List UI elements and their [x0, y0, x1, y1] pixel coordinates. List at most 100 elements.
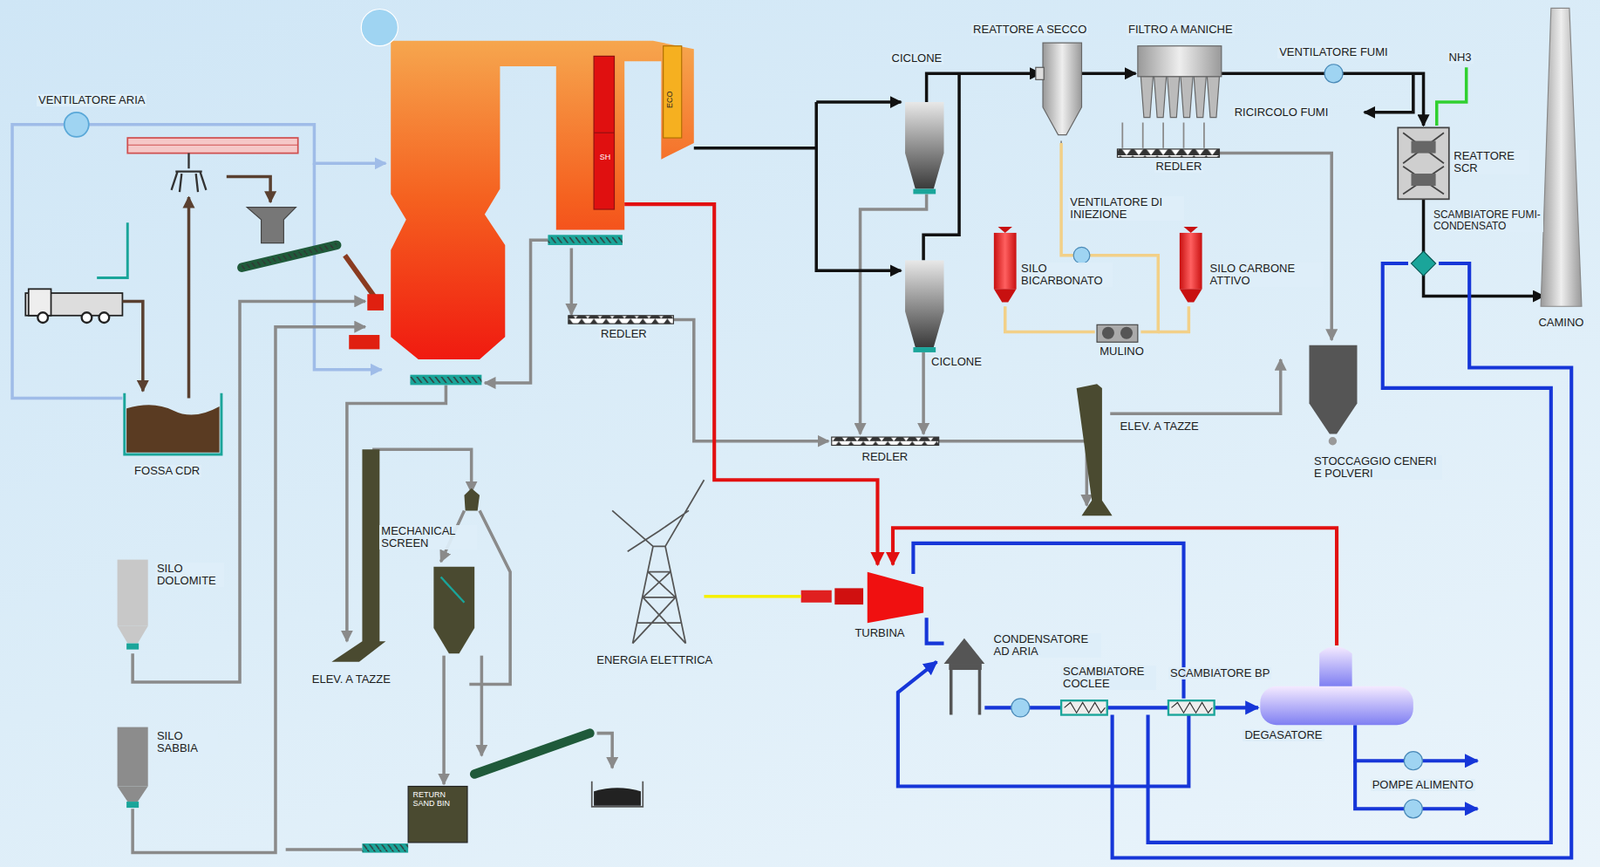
sand-system-part	[361, 843, 409, 853]
gas-treatment-part	[1096, 324, 1138, 342]
power-cycle-part	[867, 571, 924, 624]
deaerator-label: DEGASATORE	[1242, 728, 1324, 742]
gas-treatment-part	[994, 232, 1017, 289]
steam-lines	[624, 204, 1337, 646]
power-cycle-part	[951, 669, 981, 715]
gas-treatment-part	[1116, 149, 1219, 157]
gas-treatment-part	[1102, 326, 1115, 340]
boiler-part	[360, 9, 398, 47]
fan-label: VENTILATORE DI INIEZIONE	[1068, 196, 1185, 221]
boiler-part	[409, 374, 482, 386]
power-cycle-part	[1171, 702, 1212, 714]
flue-gas-lines	[694, 73, 1545, 296]
cyclones-part	[831, 436, 940, 445]
solids-lines-part	[570, 248, 574, 315]
pit-label: FOSSA CDR	[132, 464, 202, 477]
air-lines-part	[64, 112, 89, 137]
waste-pit-part	[96, 222, 128, 278]
gas-treatment	[994, 7, 1582, 445]
sand-system-part	[126, 801, 139, 808]
superheater-label: SH	[598, 153, 613, 163]
power-cycle	[612, 251, 1436, 818]
exchanger-label: SCAMBIATORE BP	[1168, 667, 1272, 680]
gas-treatment-part	[1397, 127, 1450, 199]
water-lines-part	[898, 661, 1190, 787]
waste-pit-part	[37, 312, 48, 323]
sand-system-part	[441, 576, 465, 602]
boiler	[360, 9, 695, 386]
flue-gas-lines-part	[816, 100, 901, 104]
solids-lines-part	[132, 326, 366, 853]
solids-lines	[132, 122, 1332, 852]
sand-system-part	[474, 733, 590, 775]
gas-treatment-part	[1324, 64, 1343, 83]
waste-pit-part	[226, 177, 271, 203]
boiler-part	[593, 132, 614, 134]
solids-lines-part	[372, 449, 472, 492]
power-cycle-part	[1410, 251, 1436, 276]
waste-pit-part	[345, 255, 376, 299]
water-lines-part	[1422, 806, 1478, 811]
flue-gas-lines-part	[926, 73, 1042, 103]
solids-lines-part	[132, 300, 366, 682]
water-lines-part	[912, 543, 1184, 699]
gas-treatment-part	[994, 288, 1017, 302]
sand-system-part	[126, 643, 139, 650]
silo-label: SILO BICARBONATO	[1019, 262, 1113, 287]
gas-treatment-part	[1116, 149, 1219, 157]
water-lines-part	[1354, 724, 1404, 761]
gas-treatment-part	[1184, 226, 1199, 233]
sand-system-part	[593, 787, 641, 805]
gas-treatment-part	[1410, 141, 1436, 154]
gas-treatment-part	[1328, 436, 1337, 445]
reagent-label: NH3	[1447, 51, 1474, 64]
sand-system-part	[117, 626, 149, 644]
turbine-label: TURBINA	[852, 626, 906, 640]
economizer-label: ECO	[666, 89, 675, 111]
conveyor-label: REDLER	[599, 327, 649, 341]
solids-lines-part	[285, 847, 363, 852]
gas-treatment-part	[1157, 306, 1189, 332]
mill-label: MULINO	[1097, 345, 1146, 358]
solids-lines-part	[673, 319, 829, 441]
gas-treatment-part	[1402, 132, 1444, 194]
power-cycle-part	[1064, 702, 1106, 714]
power-cycle-part	[612, 479, 704, 643]
gas-treatment-part	[1137, 46, 1222, 77]
silo-label: SILO SABBIA	[155, 729, 218, 755]
gas-treatment-part-part	[1140, 76, 1153, 118]
power-cycle-part	[1061, 700, 1108, 715]
exchanger-label: SCAMBIATORE FUMI-CONDENSATO	[1431, 209, 1544, 232]
silo-label: SILO CARBONE ATTIVO	[1208, 262, 1325, 287]
power-cycle-part	[1011, 698, 1030, 717]
water-lines-part	[1422, 758, 1478, 763]
waste-pit-part	[241, 245, 337, 268]
cyclones-part	[1076, 383, 1113, 516]
air-fan-label: VENTILATORE ARIA	[36, 94, 147, 107]
elevator-label: ELEV. A TAZZE	[1118, 420, 1201, 433]
waste-pit-part	[81, 312, 93, 323]
gas-treatment-part	[1042, 42, 1082, 135]
gas-treatment-part	[1140, 76, 1219, 118]
sand-system-part	[117, 727, 149, 787]
waste-pit	[25, 137, 384, 455]
steam-lines-part	[624, 204, 878, 565]
sand-system-part	[331, 449, 386, 662]
cyclones-part	[912, 347, 936, 353]
gas-treatment-part	[998, 226, 1013, 233]
boiler-part	[547, 234, 622, 246]
cyclone-label: CICLONE	[929, 355, 984, 368]
cyclones-part	[831, 436, 940, 445]
waste-pit-part	[246, 207, 296, 244]
condenser-label: CONDENSATORE AD ARIA	[992, 633, 1103, 658]
storage-label: STOCCAGGIO CENERI E POLVERI	[1312, 455, 1443, 480]
stack-label: CAMINO	[1536, 316, 1586, 329]
exchanger-label: SCAMBIATORE COCLEE	[1061, 665, 1157, 690]
air-lines-part	[12, 124, 123, 399]
air-lines-part	[313, 163, 382, 369]
power-cycle-part	[1319, 646, 1352, 687]
solids-lines-part	[921, 352, 926, 435]
water-lines-part	[1148, 263, 1552, 843]
grid-label: ENERGIA ELETTRICA	[594, 653, 715, 667]
